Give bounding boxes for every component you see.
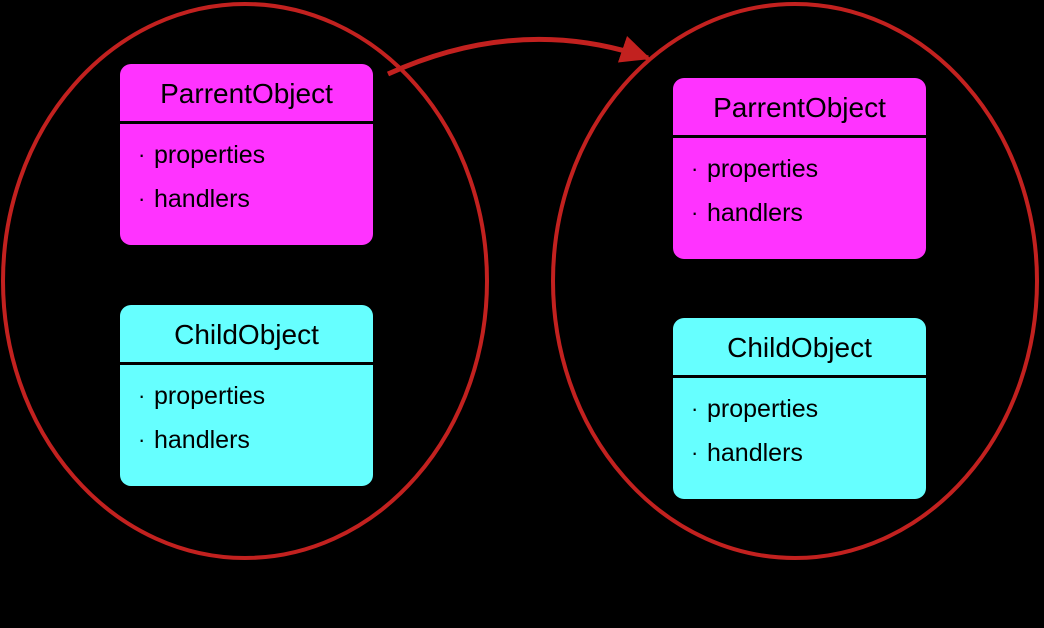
member-row: · properties [138, 140, 373, 170]
source-parent-object-title: ParrentObject [120, 64, 373, 124]
bullet-icon: · [691, 396, 699, 421]
member-row: · handlers [691, 438, 926, 468]
member-label: properties [707, 395, 819, 423]
copy-arrow [386, 35, 651, 77]
source-child-object-title: ChildObject [120, 305, 373, 365]
source-child-object-members: · properties · handlers [120, 365, 373, 486]
target-child-object-members: · properties · handlers [673, 378, 926, 499]
member-label: handlers [154, 426, 250, 454]
target-child-object-title: ChildObject [673, 318, 926, 378]
member-label: handlers [707, 199, 803, 227]
bullet-icon: · [138, 142, 146, 167]
bullet-icon: · [138, 427, 146, 452]
bullet-icon: · [138, 186, 146, 211]
member-row: · properties [138, 381, 373, 411]
member-row: · handlers [138, 184, 373, 214]
bullet-icon: · [138, 383, 146, 408]
member-label: properties [707, 155, 819, 183]
member-label: handlers [154, 185, 250, 213]
member-row: · handlers [691, 198, 926, 228]
member-row: · handlers [138, 425, 373, 455]
source-child-object-box[interactable]: ChildObject · properties · handlers [120, 305, 373, 486]
target-parent-object-members: · properties · handlers [673, 138, 926, 259]
member-label: properties [154, 382, 266, 410]
source-parent-object-members: · properties · handlers [120, 124, 373, 245]
member-label: properties [154, 141, 266, 169]
member-label: handlers [707, 439, 803, 467]
bullet-icon: · [691, 156, 699, 181]
member-row: · properties [691, 394, 926, 424]
target-parent-object-box[interactable]: ParrentObject · properties · handlers [673, 78, 926, 259]
target-child-object-box[interactable]: ChildObject · properties · handlers [673, 318, 926, 499]
source-parent-object-box[interactable]: ParrentObject · properties · handlers [120, 64, 373, 245]
bullet-icon: · [691, 440, 699, 465]
target-parent-object-title: ParrentObject [673, 78, 926, 138]
bullet-icon: · [691, 200, 699, 225]
member-row: · properties [691, 154, 926, 184]
